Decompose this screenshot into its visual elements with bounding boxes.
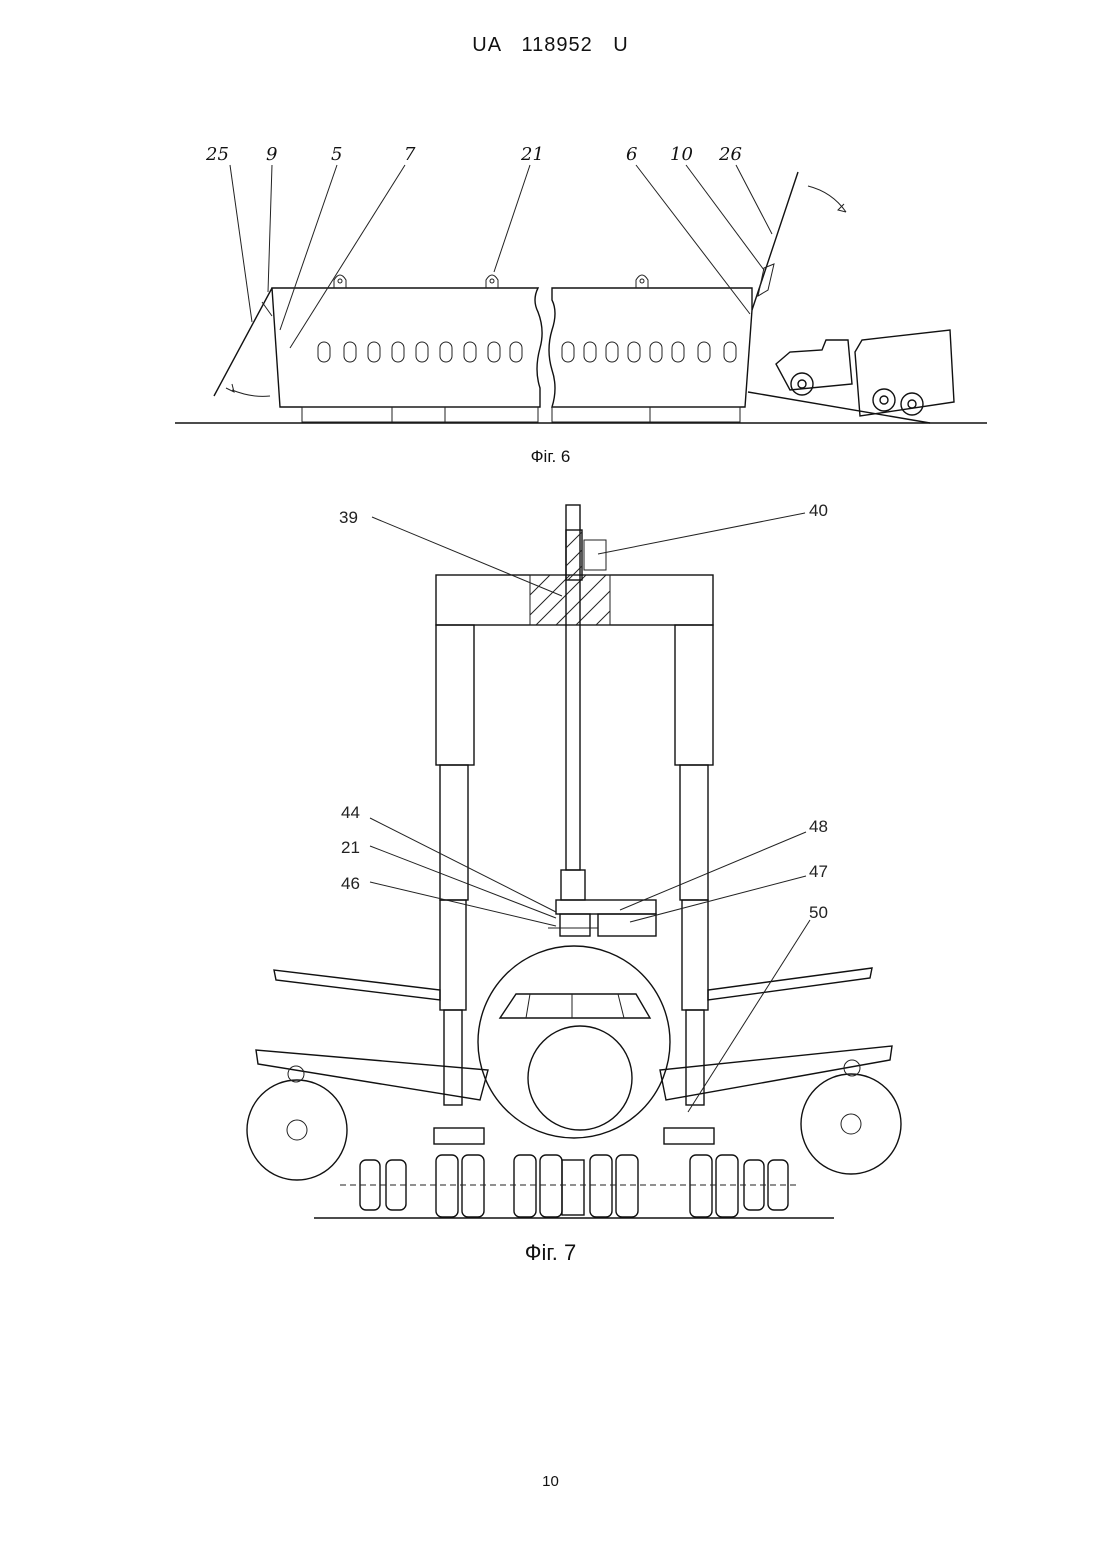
- fig7-label-44: 44: [341, 803, 360, 822]
- fig7-label-21: 21: [341, 838, 360, 857]
- fig7-label-48: 48: [809, 817, 828, 836]
- fig7-label-47: 47: [809, 862, 828, 881]
- fig7-label-39: 39: [339, 508, 358, 527]
- figure-7-caption: Фіг. 7: [0, 1240, 1101, 1266]
- fig7-label-40: 40: [809, 501, 828, 520]
- figure-7-drawing: 39 40 44 21 46 48 47 50: [0, 0, 1101, 1240]
- fig7-label-50: 50: [809, 903, 828, 922]
- fig7-label-46: 46: [341, 874, 360, 893]
- page-number: 10: [0, 1473, 1101, 1490]
